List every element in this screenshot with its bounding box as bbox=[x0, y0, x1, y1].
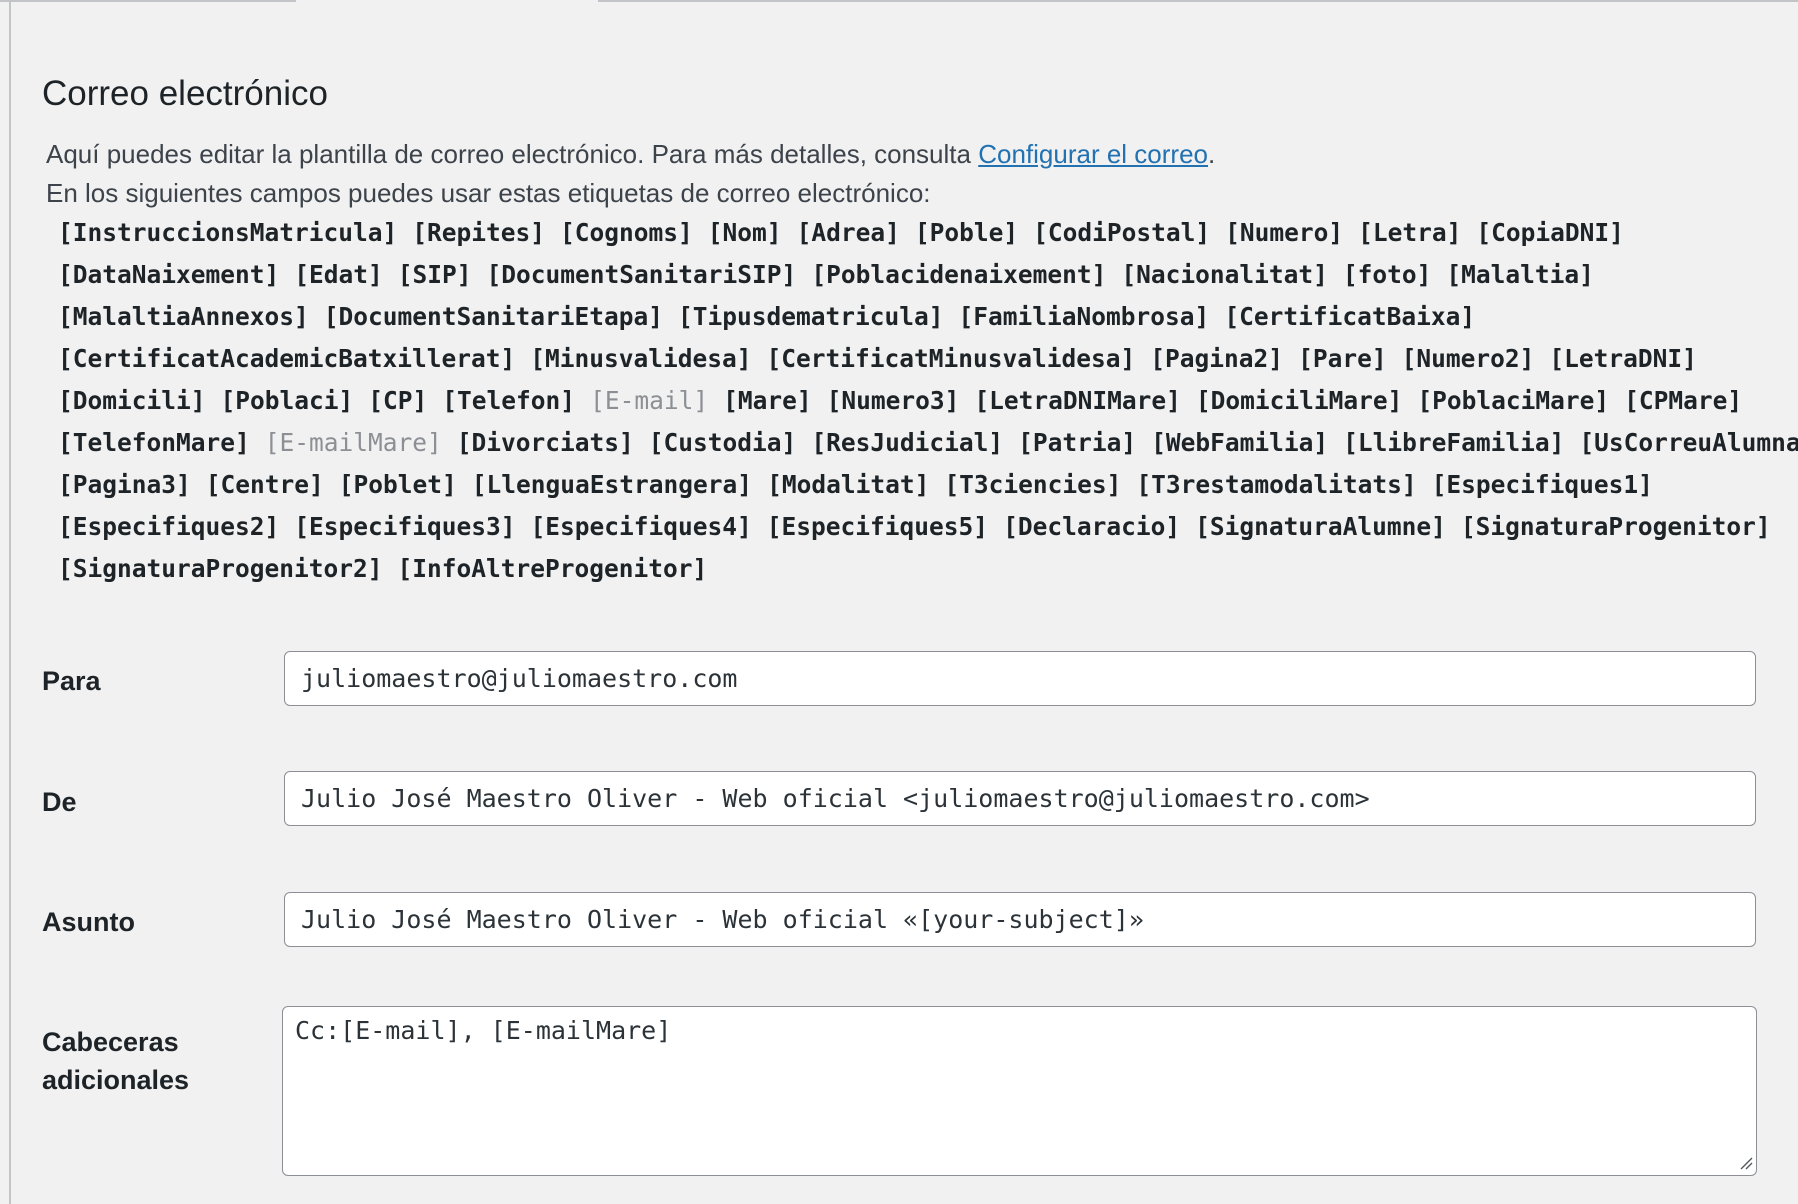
mail-tag: [DomiciliMare] bbox=[1195, 386, 1403, 415]
mail-tag: [Patria] bbox=[1018, 428, 1137, 457]
mail-tag: [Numero2] bbox=[1401, 344, 1535, 373]
mail-tag: [Edat] bbox=[294, 260, 383, 289]
subject-label: Asunto bbox=[42, 907, 135, 937]
mail-tag: [Poble] bbox=[914, 218, 1019, 247]
mail-tag: [Modalitat] bbox=[767, 470, 930, 499]
panel-left-border bbox=[9, 0, 11, 1204]
mail-tag: [Cognoms] bbox=[560, 218, 693, 247]
mail-tag: [Poblacidenaixement] bbox=[811, 260, 1107, 289]
mail-tag: [Pare] bbox=[1298, 344, 1387, 373]
mail-tag: [Repites] bbox=[412, 218, 546, 247]
mail-tag: [Nacionalitat] bbox=[1121, 260, 1328, 289]
mail-tag: [SignaturaProgenitor2] bbox=[58, 554, 383, 583]
tag-line: [CertificatAcademicBatxillerat] [Minusval… bbox=[58, 338, 1798, 380]
mail-tag: [Custodia] bbox=[648, 428, 797, 457]
mail-tag: [CertificatBaixa] bbox=[1224, 302, 1476, 331]
mail-tag: [Minusvalidesa] bbox=[530, 344, 752, 373]
mail-tag: [DocumentSanitariSIP] bbox=[486, 260, 797, 289]
mail-tag: [WebFamilia] bbox=[1151, 428, 1329, 457]
mail-tag: [SIP] bbox=[397, 260, 472, 289]
mail-tag: [DataNaixement] bbox=[58, 260, 280, 289]
configure-mail-link[interactable]: Configurar el correo bbox=[978, 139, 1208, 169]
mail-tag: [Pagina2] bbox=[1150, 344, 1284, 373]
mail-panel: Correo electrónico Aquí puedes editar la… bbox=[11, 2, 1798, 1204]
mail-tag: [Declaracio] bbox=[1003, 512, 1181, 541]
mail-tag-used: [E-mailMare] bbox=[264, 428, 442, 457]
mail-tag: [CertificatAcademicBatxillerat] bbox=[58, 344, 516, 373]
tab-bar-border bbox=[0, 0, 1798, 2]
mail-tag: [foto] bbox=[1342, 260, 1432, 289]
mail-tag: [CopiaDNI] bbox=[1476, 218, 1624, 247]
mail-tag: [LlibreFamilia] bbox=[1343, 428, 1565, 457]
additional-headers-label-line1: Cabeceras bbox=[42, 1027, 179, 1057]
subject-input[interactable] bbox=[284, 892, 1756, 947]
mail-tag: [Poblet] bbox=[338, 470, 457, 499]
mail-tag: [SignaturaProgenitor] bbox=[1460, 512, 1771, 541]
mail-tag: [Telefon] bbox=[442, 386, 576, 415]
mail-tag: [MalaltiaAnnexos] bbox=[58, 302, 309, 331]
tag-line: [InstruccionsMatricula] [Repites] [Cognoms… bbox=[58, 212, 1798, 254]
mail-tag: [Pagina3] bbox=[58, 470, 191, 499]
mail-tag: [Especifiques5] bbox=[766, 512, 989, 541]
mail-tag: [Especifiques1] bbox=[1431, 470, 1653, 499]
mail-tag: [LetraDNI] bbox=[1549, 344, 1697, 373]
section-title: Correo electrónico bbox=[42, 74, 328, 113]
to-input[interactable] bbox=[284, 651, 1756, 706]
mail-tag: [Divorciats] bbox=[456, 428, 634, 457]
mail-tag: [Malaltia] bbox=[1446, 260, 1594, 289]
mail-tag: [Centre] bbox=[205, 470, 324, 499]
mail-tag: [Domicili] bbox=[58, 386, 206, 415]
mail-tag: [InstruccionsMatricula] bbox=[58, 218, 398, 247]
active-tab-gap bbox=[296, 0, 598, 2]
mail-tag: [Adrea] bbox=[796, 218, 900, 247]
mail-tag: [T3ciencies] bbox=[944, 470, 1122, 499]
mail-tag: [SignaturaAlumne] bbox=[1195, 512, 1446, 541]
tag-line: [TelefonMare] [E-mailMare] [Divorciats] [Cu… bbox=[58, 422, 1798, 464]
section-description: Aquí puedes editar la plantilla de corre… bbox=[46, 139, 1215, 170]
tag-line: [Especifiques2] [Especifiques3] [Especifiq… bbox=[58, 506, 1798, 548]
mail-tag: [CodiPostal] bbox=[1033, 218, 1211, 247]
from-input[interactable] bbox=[284, 771, 1756, 826]
mail-tag: [Numero] bbox=[1225, 218, 1344, 247]
mail-tag: [Nom] bbox=[707, 218, 782, 247]
mail-tag: [CertificatMinusvalidesa] bbox=[766, 344, 1136, 373]
mail-tag: [Poblaci] bbox=[220, 386, 354, 415]
mail-tag: [T3restamodalitats] bbox=[1136, 470, 1417, 499]
mail-tag: [Especifiques2] bbox=[58, 512, 280, 541]
resize-handle-icon[interactable] bbox=[1739, 1156, 1753, 1170]
mail-tag: [Numero3] bbox=[826, 386, 960, 415]
mail-tag: [DocumentSanitariEtapa] bbox=[323, 302, 664, 331]
additional-headers-label-line2: adicionales bbox=[42, 1065, 190, 1095]
to-label: Para bbox=[42, 666, 101, 696]
mail-tag: [FamiliaNombrosa] bbox=[958, 302, 1210, 331]
tag-line: [MalaltiaAnnexos] [DocumentSanitariEtapa]… bbox=[58, 296, 1798, 338]
mail-tag: [ResJudicial] bbox=[811, 428, 1004, 457]
mail-tag: [PoblaciMare] bbox=[1417, 386, 1610, 415]
mail-tag: [Letra] bbox=[1358, 218, 1462, 247]
mail-tag: [Tipusdematricula] bbox=[678, 302, 944, 331]
additional-headers-textarea[interactable]: Cc:[E-mail], [E-mailMare] bbox=[282, 1006, 1757, 1176]
tags-intro: En los siguientes campos puedes usar est… bbox=[46, 178, 931, 208]
tag-line: [DataNaixement] [Edat] [SIP] [DocumentSanit… bbox=[58, 254, 1798, 296]
mail-tag: [Mare] bbox=[723, 386, 812, 415]
mail-tags-list: [InstruccionsMatricula] [Repites] [Cognoms… bbox=[58, 212, 1798, 590]
mail-tag: [LetraDNIMare] bbox=[974, 386, 1181, 415]
tag-line: [SignaturaProgenitor2] [InfoAltreProgenit… bbox=[58, 548, 1798, 590]
mail-tag: [CPMare] bbox=[1624, 386, 1743, 415]
tag-line: [Pagina3] [Centre] [Poblet] [LlenguaEstrang… bbox=[58, 464, 1798, 506]
additional-headers-label: Cabeceras adicionales bbox=[42, 1023, 189, 1099]
mail-tag: [TelefonMare] bbox=[58, 428, 250, 457]
tag-line: [Domicili] [Poblaci] [CP] [Telefon] [E-mail]… bbox=[58, 380, 1798, 422]
from-label: De bbox=[42, 787, 77, 817]
description-text: Aquí puedes editar la plantilla de corre… bbox=[46, 139, 979, 169]
mail-tag: [UsCorreuAlumnat] bbox=[1579, 428, 1798, 457]
description-suffix: . bbox=[1208, 139, 1216, 169]
mail-tag: [LlenguaEstrangera] bbox=[471, 470, 753, 499]
mail-tag: [Especifiques4] bbox=[530, 512, 752, 541]
mail-tag: [CP] bbox=[368, 386, 428, 415]
mail-tag-used: [E-mail] bbox=[590, 386, 709, 415]
mail-tag: [Especifiques3] bbox=[294, 512, 516, 541]
mail-tag: [InfoAltreProgenitor] bbox=[397, 554, 708, 583]
